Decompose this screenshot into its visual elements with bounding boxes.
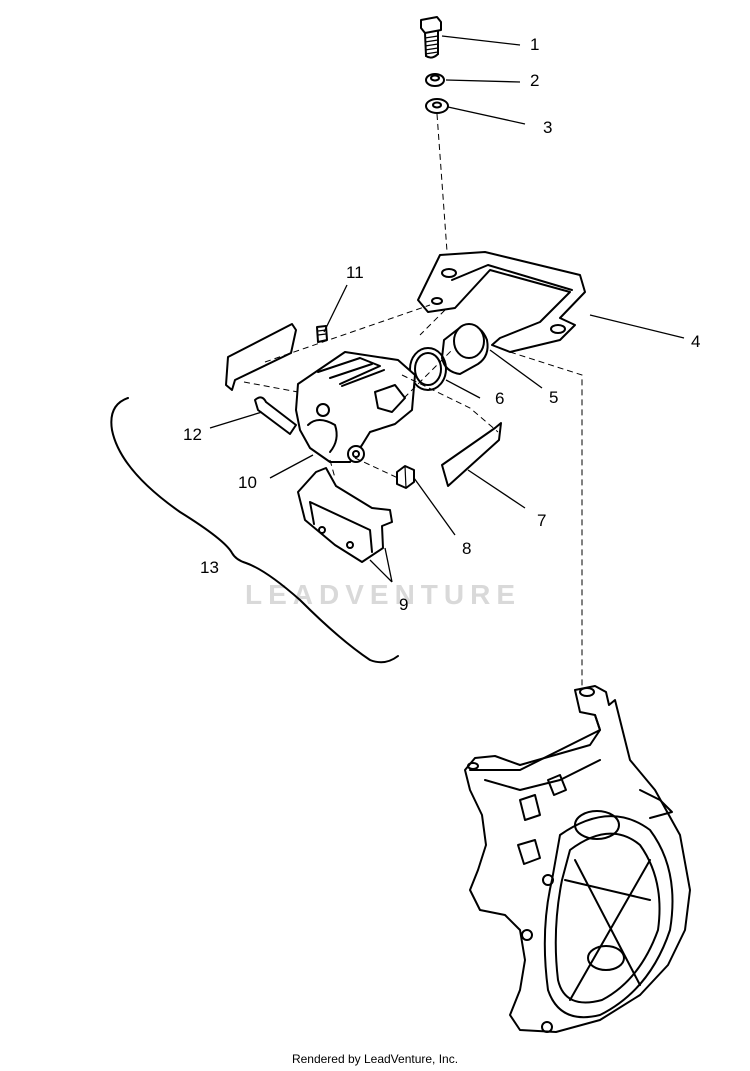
- callout-6: 6: [495, 389, 504, 408]
- callout-10: 10: [238, 473, 257, 492]
- hose-fitting-part: [254, 396, 297, 435]
- callout-9: 9: [399, 595, 408, 614]
- chaincase-frame-part: [464, 685, 691, 1033]
- piston-part: [441, 323, 489, 375]
- callout-8: 8: [462, 539, 471, 558]
- callout-12: 12: [183, 425, 202, 444]
- shim-lower-part: [441, 422, 502, 487]
- watermark: LEADVENTURE: [245, 579, 521, 610]
- callout-11: 11: [346, 263, 364, 282]
- lock-washer-part: [425, 73, 445, 87]
- seal-ring-part: [409, 347, 447, 391]
- bolt-part: [420, 16, 442, 59]
- callout-2: 2: [530, 71, 539, 90]
- callout-4: 4: [691, 332, 700, 351]
- assembly-13-brace: [110, 397, 399, 664]
- callout-5: 5: [549, 388, 558, 407]
- callout-13: 13: [200, 558, 219, 577]
- shim-upper-part: [225, 323, 297, 391]
- flat-washer-part: [425, 98, 449, 114]
- callout-3: 3: [543, 118, 552, 137]
- footer-credit: Rendered by LeadVenture, Inc.: [291, 1052, 459, 1066]
- nut-part: [396, 465, 415, 489]
- callout-7: 7: [537, 511, 546, 530]
- leader-lines: [209, 35, 685, 583]
- callout-1: 1: [530, 35, 539, 54]
- caliper-body-part: [295, 351, 416, 463]
- brake-pads-part: [297, 467, 393, 563]
- mounting-bracket-part: [417, 251, 586, 353]
- assembly-dashed-lines: [243, 304, 499, 479]
